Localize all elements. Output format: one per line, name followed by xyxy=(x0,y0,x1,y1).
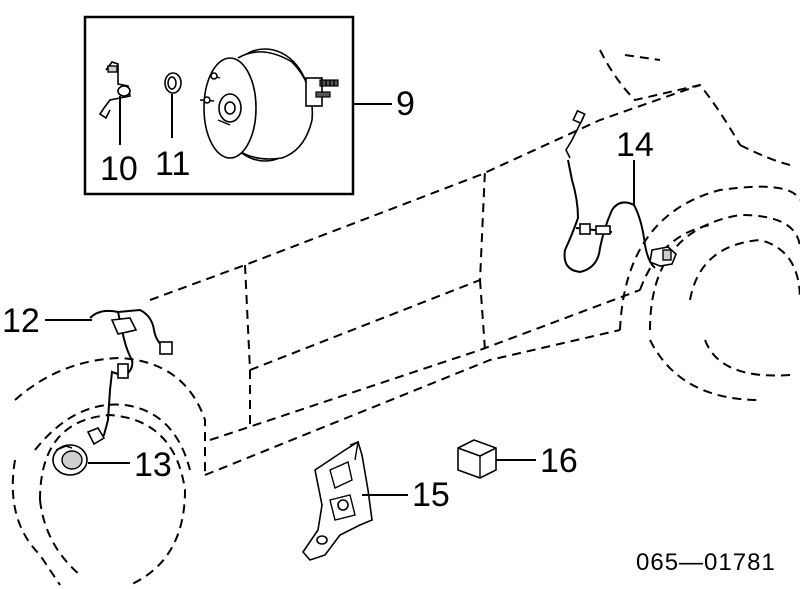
callout-15: 15 xyxy=(412,476,450,514)
callout-9: 9 xyxy=(396,85,415,123)
sensor-rotor-part xyxy=(52,444,130,476)
callout-13: 13 xyxy=(134,446,172,484)
vehicle-body-outline xyxy=(11,49,800,586)
bracket-part xyxy=(301,440,408,561)
grommet-part xyxy=(164,72,182,138)
diagram-code: 065—01781 xyxy=(636,549,776,576)
callout-14: 14 xyxy=(616,126,654,164)
callout-labels: 9 10 11 12 13 14 15 16 xyxy=(2,85,654,514)
callout-12: 12 xyxy=(2,302,40,340)
rear-speed-sensor-part xyxy=(563,109,677,274)
brake-booster-part xyxy=(199,48,339,162)
callout-11: 11 xyxy=(155,145,190,183)
callout-10: 10 xyxy=(100,150,138,188)
front-speed-sensor-part xyxy=(45,308,173,446)
relay-part xyxy=(457,439,536,479)
check-valve-part xyxy=(98,61,131,145)
callout-16: 16 xyxy=(540,442,578,480)
